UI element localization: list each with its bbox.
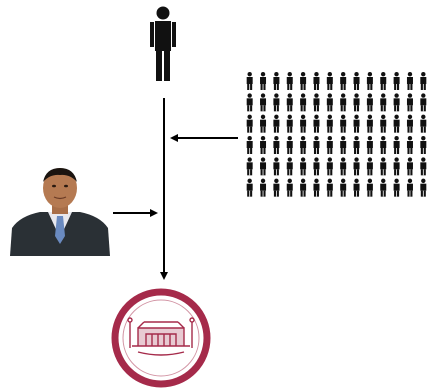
crowd-person-icon	[366, 178, 373, 197]
crowd-person-icon	[260, 157, 267, 176]
crowd-person-icon	[393, 136, 400, 154]
crowd-person-icon	[273, 93, 280, 112]
crowd-person-icon	[260, 178, 267, 197]
crowd-person-icon	[246, 114, 253, 133]
crowd-person-icon	[326, 178, 333, 197]
crowd-person-icon	[313, 178, 320, 197]
crowd-person-icon	[406, 114, 413, 133]
crowd-person-icon	[420, 72, 427, 90]
crowd-person-icon	[246, 93, 253, 112]
crowd-person-icon	[300, 93, 307, 112]
person-icon	[150, 6, 176, 81]
crowd-person-icon	[300, 136, 307, 154]
crowd-person-icon	[340, 136, 347, 154]
crowd-person-icon	[260, 93, 267, 112]
crowd-person-icon	[366, 72, 373, 90]
crowd-person-icon	[420, 178, 427, 197]
crowd-person-icon	[353, 178, 360, 197]
crowd-person-icon	[353, 72, 360, 90]
crowd-person-icon	[393, 72, 400, 90]
crowd-person-icon	[246, 178, 253, 197]
crowd-person-icon	[273, 72, 280, 90]
crowd-icon	[246, 72, 427, 197]
crowd-person-icon	[326, 72, 333, 90]
crowd-person-icon	[273, 114, 280, 133]
crowd-person-icon	[420, 93, 427, 112]
crowd-person-icon	[340, 72, 347, 90]
crowd-person-icon	[300, 157, 307, 176]
crowd-person-icon	[406, 157, 413, 176]
crowd-person-icon	[420, 114, 427, 133]
crowd-person-icon	[393, 157, 400, 176]
crowd-person-icon	[260, 114, 267, 133]
crowd-person-icon	[380, 72, 387, 90]
crowd-person-icon	[353, 157, 360, 176]
crowd-person-icon	[286, 114, 293, 133]
crowd-person-icon	[420, 157, 427, 176]
crowd-person-icon	[406, 72, 413, 90]
seal-icon	[111, 288, 211, 388]
crowd-person-icon	[393, 178, 400, 197]
crowd-person-icon	[286, 93, 293, 112]
crowd-person-icon	[340, 157, 347, 176]
crowd-person-icon	[340, 114, 347, 133]
crowd-person-icon	[326, 136, 333, 154]
crowd-person-icon	[380, 136, 387, 154]
crowd-person-icon	[300, 72, 307, 90]
crowd-person-icon	[366, 114, 373, 133]
crowd-person-icon	[380, 93, 387, 112]
crowd-person-icon	[353, 136, 360, 154]
crowd-person-icon	[273, 178, 280, 197]
crowd-person-icon	[286, 136, 293, 154]
crowd-person-icon	[260, 136, 267, 154]
crowd-person-icon	[380, 114, 387, 133]
crowd-person-icon	[420, 136, 427, 154]
crowd-person-icon	[406, 178, 413, 197]
crowd-person-icon	[406, 136, 413, 154]
leader-portrait	[10, 166, 110, 256]
crowd-person-icon	[313, 114, 320, 133]
crowd-person-icon	[260, 72, 267, 90]
crowd-person-icon	[380, 157, 387, 176]
crowd-person-icon	[313, 136, 320, 154]
crowd-person-icon	[326, 157, 333, 176]
crowd-person-icon	[366, 93, 373, 112]
crowd-person-icon	[273, 136, 280, 154]
crowd-person-icon	[353, 93, 360, 112]
crowd-person-icon	[313, 93, 320, 112]
crowd-person-icon	[300, 114, 307, 133]
crowd-person-icon	[313, 157, 320, 176]
crowd-person-icon	[406, 93, 413, 112]
crowd-person-icon	[246, 136, 253, 154]
crowd-person-icon	[393, 114, 400, 133]
crowd-person-icon	[340, 93, 347, 112]
crowd-person-icon	[326, 114, 333, 133]
crowd-person-icon	[286, 178, 293, 197]
crowd-person-icon	[393, 93, 400, 112]
crowd-person-icon	[286, 72, 293, 90]
crowd-person-icon	[353, 114, 360, 133]
crowd-person-icon	[326, 93, 333, 112]
crowd-person-icon	[313, 72, 320, 90]
crowd-person-icon	[340, 178, 347, 197]
crowd-person-icon	[273, 157, 280, 176]
crowd-person-icon	[366, 136, 373, 154]
crowd-person-icon	[246, 72, 253, 90]
crowd-person-icon	[286, 157, 293, 176]
crowd-person-icon	[300, 178, 307, 197]
crowd-person-icon	[366, 157, 373, 176]
crowd-person-icon	[246, 157, 253, 176]
crowd-person-icon	[380, 178, 387, 197]
